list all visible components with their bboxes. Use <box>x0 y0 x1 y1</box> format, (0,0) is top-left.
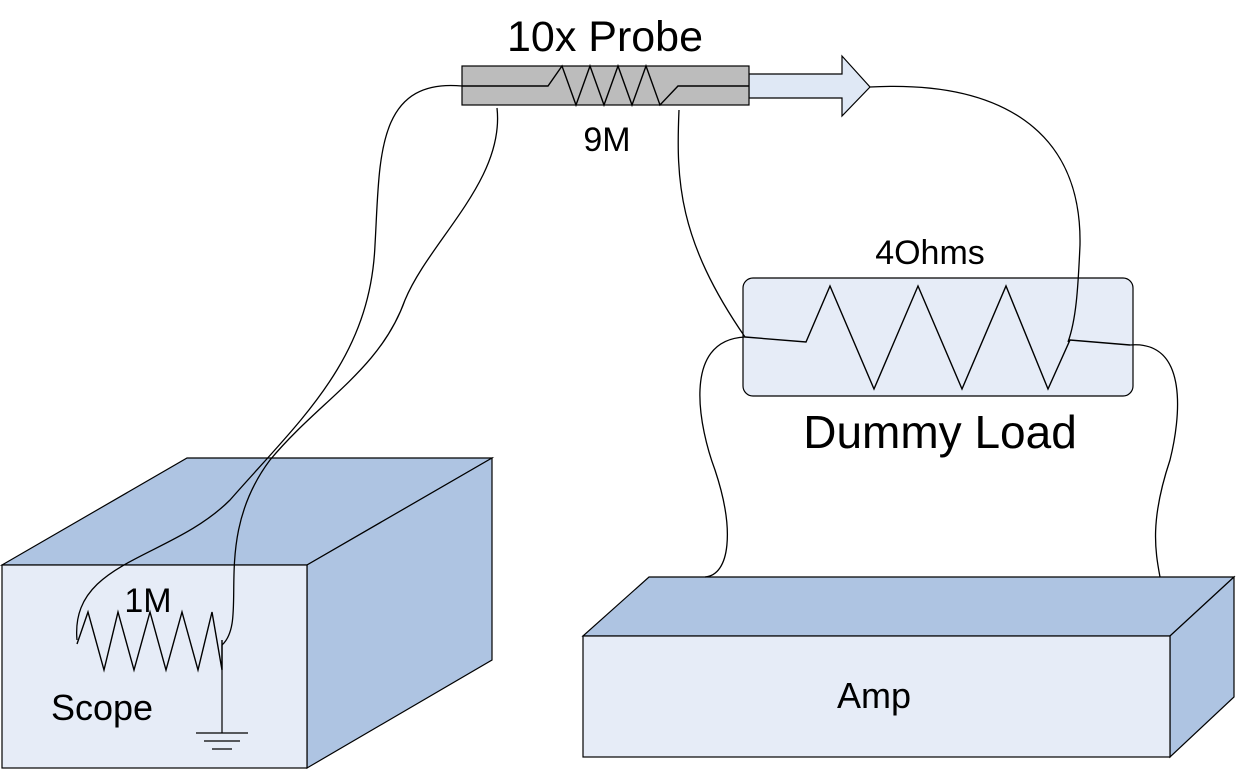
amp-box-top <box>581 576 1236 637</box>
scope-box-front <box>1 564 308 769</box>
dummy-load-box <box>742 277 1134 397</box>
scope-label: Scope <box>51 687 153 728</box>
probe-resistor-label: 9M <box>583 121 630 159</box>
scope-box <box>0 456 495 770</box>
dummy-load-label: Dummy Load <box>803 406 1077 458</box>
load-resistor-symbol <box>744 284 1131 391</box>
scope-resistor-label: 1M <box>124 582 171 620</box>
ground-symbol <box>196 645 248 750</box>
probe-resistor-symbol <box>462 63 749 108</box>
amp-box <box>581 575 1236 759</box>
amp-wire-left <box>699 336 746 578</box>
probe-ground-wire-to-scope <box>221 107 499 646</box>
load-resistor-label: 4Ohms <box>875 234 985 272</box>
scope-resistor-symbol <box>76 609 223 673</box>
probe-ground-clip-to-load <box>677 109 746 338</box>
probe-arrow-tip <box>748 54 871 118</box>
probe-tip-wire-to-load <box>869 85 1081 343</box>
probe-signal-wire-to-scope <box>76 84 463 641</box>
amp-wire-right <box>1129 344 1179 578</box>
amp-box-front <box>582 635 1171 758</box>
amp-label: Amp <box>837 675 911 716</box>
probe-label: 10x Probe <box>507 13 703 61</box>
